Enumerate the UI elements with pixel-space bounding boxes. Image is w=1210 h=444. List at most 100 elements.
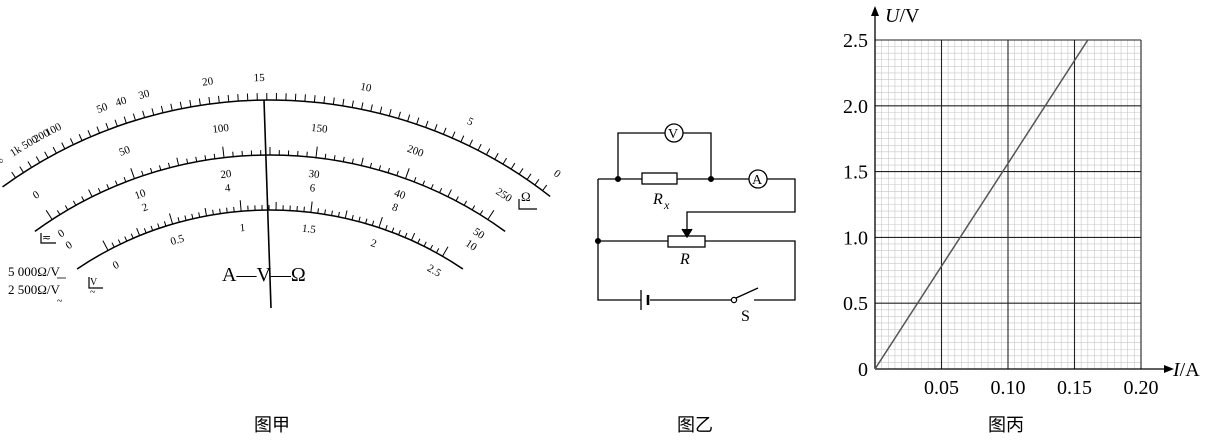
rheostat-label: R xyxy=(679,251,690,268)
ohm-tick xyxy=(199,98,200,105)
ac-tick xyxy=(311,202,312,213)
ac-tick xyxy=(399,230,401,235)
ohm-tick xyxy=(478,144,481,150)
y-axis-title: U/V xyxy=(885,5,920,27)
y-tick-label: 2.0 xyxy=(843,96,868,118)
omega-symbol: Ω xyxy=(521,189,531,204)
scale-10-label: 0 xyxy=(63,239,75,252)
ac-tick xyxy=(338,212,339,217)
dc-tick xyxy=(316,147,317,158)
ohm-tick xyxy=(495,153,498,159)
ohm-tick xyxy=(398,112,400,119)
x-axis-title: I/A xyxy=(1172,359,1200,381)
ohm-tick xyxy=(324,96,325,103)
ac-tick xyxy=(220,209,221,214)
ac-tick xyxy=(178,217,179,222)
ohm-tick xyxy=(361,102,362,109)
ac-tick xyxy=(386,225,388,230)
ohm-scale-label: 30 xyxy=(137,88,151,103)
ohm-scale-label: 40 xyxy=(114,94,129,109)
ac-tick xyxy=(112,243,114,247)
ohm-tick xyxy=(62,143,65,149)
dc-tick xyxy=(168,163,169,168)
dc-tick xyxy=(397,171,399,176)
ohm-tick xyxy=(12,172,16,178)
dc-tick xyxy=(187,159,188,164)
scale-250-label: 100 xyxy=(212,122,230,136)
y-tick-label: 2.5 xyxy=(843,30,868,52)
ac-tick xyxy=(379,217,382,227)
ac-tick xyxy=(227,208,228,213)
caption-bing: 图丙 xyxy=(988,415,1024,435)
ac-tick xyxy=(164,221,166,226)
ohm-scale-label: 0 xyxy=(551,168,563,181)
dc-tick xyxy=(361,158,363,166)
ac-tick xyxy=(137,228,140,235)
dc-tick xyxy=(142,171,144,176)
ohm-tick xyxy=(219,96,220,103)
ac-tick xyxy=(192,214,193,219)
ohm-tick xyxy=(97,127,100,133)
ac-tick xyxy=(424,242,426,246)
caption-jia: 图甲 xyxy=(254,415,290,435)
ac-tick xyxy=(103,241,108,251)
dc-tick xyxy=(405,168,409,178)
spec-dc: 5 000Ω/V xyxy=(8,264,61,279)
dc-tick xyxy=(472,206,475,210)
dc-tick xyxy=(448,190,452,197)
ohm-tick xyxy=(443,128,446,134)
ac-tick xyxy=(325,209,326,214)
ohm-tick xyxy=(161,106,163,113)
dc-tick xyxy=(73,201,75,205)
ac-tick xyxy=(411,233,414,240)
dc-tick xyxy=(65,206,68,210)
dc-tick xyxy=(456,196,458,200)
junction-dot xyxy=(596,239,601,244)
junction-dot xyxy=(616,177,621,182)
dc-tick xyxy=(46,210,52,219)
dc-tick xyxy=(223,147,224,158)
ohm-scale-label: 15 xyxy=(254,72,266,84)
dc-tick xyxy=(214,154,215,159)
ac-tick xyxy=(213,210,214,215)
ac-tick xyxy=(240,200,241,211)
ac-tick xyxy=(144,228,146,233)
ammeter-label: A xyxy=(752,173,763,188)
caption-yi: 图乙 xyxy=(677,415,713,435)
ohm-scale-label: 50 xyxy=(95,101,110,116)
ohm-tick xyxy=(88,130,91,136)
ac-tick xyxy=(318,208,319,213)
ac-tick xyxy=(169,213,172,224)
ohm-tick xyxy=(426,121,428,128)
meter-label: A—V—Ω xyxy=(222,264,306,286)
ac-tick xyxy=(131,234,133,239)
dc-tick xyxy=(480,210,483,214)
ohm-tick xyxy=(171,104,173,111)
scale-10-label: 6 xyxy=(309,182,316,195)
ac-tick xyxy=(405,233,407,238)
dc-mark: ≂ xyxy=(42,232,51,244)
ohm-tick xyxy=(461,136,464,142)
dc-tick xyxy=(414,177,416,182)
dc-tick xyxy=(159,165,160,170)
ohm-tick xyxy=(228,95,229,102)
dc-tick xyxy=(370,163,371,168)
ac-tick xyxy=(392,228,394,233)
ohm-tick xyxy=(380,107,382,114)
scale-2.5-label: 0 xyxy=(111,259,122,272)
ohm-scale-label: ∞ xyxy=(0,155,7,169)
scale-50-label: 10 xyxy=(133,187,148,202)
scale-2.5-label: 1.5 xyxy=(301,223,317,237)
scale-2.5-label: 2 xyxy=(369,237,378,250)
scale-50-label: 0 xyxy=(56,227,68,240)
scale-250-label: 50 xyxy=(117,144,132,159)
y-axis-arrow xyxy=(871,6,879,16)
spec-ac-tilde: ~ xyxy=(57,296,63,307)
ohm-tick xyxy=(209,97,210,104)
dc-tick xyxy=(334,155,335,160)
ac-mark-tilde: ~ xyxy=(90,287,96,298)
ac-tick xyxy=(125,237,127,242)
rheostat-wire xyxy=(598,179,795,300)
dc-tick xyxy=(151,168,152,173)
